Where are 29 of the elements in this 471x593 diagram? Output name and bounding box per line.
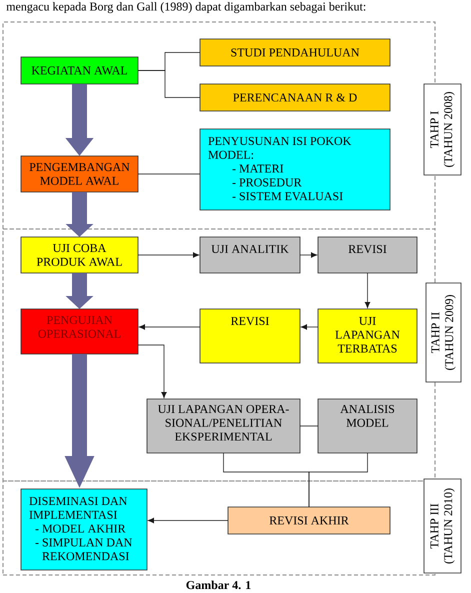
process-box: ANALISIS MODEL: [318, 398, 418, 454]
arrow: [138, 344, 167, 398]
arrow: [138, 324, 200, 330]
process-box: UJI LAPANGAN OPERA- SIONAL/PENELITIAN EKSPERIMENTAL: [146, 398, 300, 454]
body-text: mengacu kepada Borg dan Gall (1989) dapat digambarkan sebagai berikut:: [6, 2, 366, 14]
process-box: REVISI AKHIR: [228, 506, 390, 534]
process-box: KEGIATAN AWAL: [20, 56, 138, 84]
process-box: REVISI: [200, 308, 300, 364]
process-box: PERENCANAAN R & D: [200, 84, 390, 112]
arrow: [138, 252, 200, 258]
process-box: STUDI PENDAHULUAN: [200, 38, 390, 66]
connector-line: [138, 70, 200, 98]
process-box: UJI COBA PRODUK AWAL: [20, 236, 138, 274]
process-box: REVISI: [318, 236, 418, 274]
arrow: [148, 518, 228, 524]
connector-line: [308, 452, 368, 508]
process-box: PENGEMBANGAN MODEL AWAL: [20, 156, 138, 192]
phase-label: TAHP II (TAHUN 2009): [426, 282, 462, 382]
arrow: [364, 272, 370, 308]
figure-caption: Gambar 4. 1: [186, 580, 251, 590]
process-box: PENYUSUNAN ISI POKOK MODEL: - MATERI - PROSEDUR - SISTEM EVALUASI: [200, 128, 390, 210]
process-box: PENGUJIAN OPERASIONAL: [20, 308, 138, 354]
process-box: UJI ANALITIK: [200, 236, 300, 274]
phase-label: TAHP III (TAHUN 2010): [424, 478, 462, 574]
arrow: [300, 324, 318, 330]
phase-label: TAHP I (TAHUN 2008): [424, 84, 462, 176]
process-box: UJI LAPANGAN TERBATAS: [318, 308, 418, 364]
process-box: DISEMINASI DAN IMPLEMENTASI - MODEL AKHIR - SIMPULAN DAN REKOMENDASI: [20, 488, 148, 570]
arrow: [300, 252, 318, 258]
